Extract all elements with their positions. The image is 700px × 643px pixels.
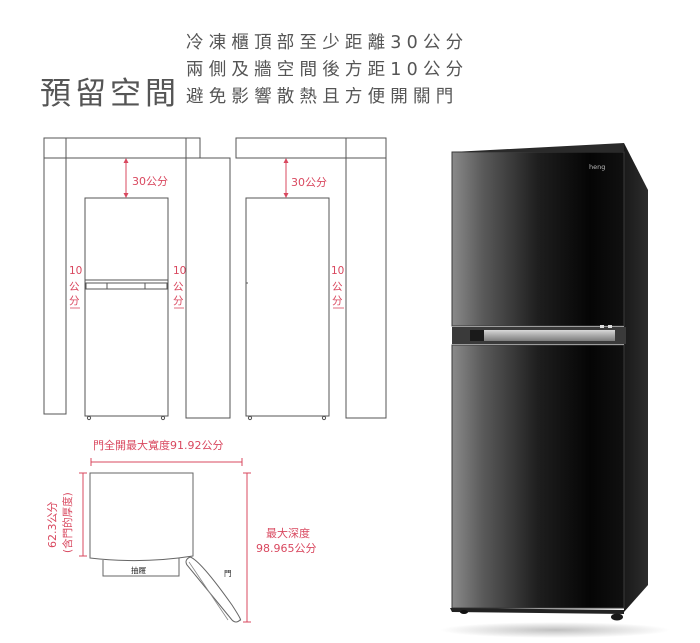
side-view-dimensions: 30公分 10 公 分 bbox=[283, 158, 344, 309]
drawer-label: 抽屜 bbox=[131, 565, 146, 575]
side-top-gap-label: 30公分 bbox=[291, 176, 327, 189]
side-view bbox=[235, 137, 387, 421]
door-open-width-label: 門全開最大寬度91.92公分 bbox=[93, 438, 224, 452]
fridge-side-outline bbox=[245, 197, 330, 417]
instruction-line-1: 冷凍櫃頂部至少距離30公分 bbox=[186, 33, 469, 53]
door-handle bbox=[470, 330, 615, 341]
instructions: 冷凍櫃頂部至少距離30公分 兩側及牆空間後方距10公分 避免影響散熱且方便開關門 bbox=[186, 30, 468, 111]
top-view: 門全開最大寬度91.92公分 62.3公分 (含門的厚度) 最大深度 98.96… bbox=[46, 438, 317, 623]
left-wall bbox=[43, 157, 67, 415]
back-wall bbox=[345, 157, 387, 419]
side-back-gap-unit2: 分 bbox=[332, 295, 343, 307]
depth-with-door-line2: (含門的厚度) bbox=[61, 492, 74, 553]
cabinet-top-side bbox=[235, 137, 387, 159]
fridge-front-outline bbox=[84, 197, 169, 417]
freezer-door bbox=[452, 152, 624, 326]
front-top-gap-label: 30公分 bbox=[132, 175, 168, 188]
front-right-gap-num: 10 bbox=[173, 265, 186, 277]
open-door-outline bbox=[185, 556, 242, 623]
front-right-gap-unit2: 分 bbox=[173, 295, 184, 307]
front-left-gap-unit1: 公 bbox=[69, 281, 80, 293]
side-back-gap-num: 10 bbox=[331, 265, 344, 277]
max-depth-line1: 最大深度 bbox=[266, 526, 310, 540]
instruction-line-3: 避免影響散熱且方便開關門 bbox=[186, 87, 459, 107]
fridge-body-top bbox=[89, 472, 194, 562]
max-depth-line2: 98.965公分 bbox=[256, 542, 317, 555]
refrigerator-photo: heng bbox=[440, 143, 670, 638]
depth-with-door-line1: 62.3公分 bbox=[46, 502, 59, 549]
front-left-gap-num: 10 bbox=[69, 265, 82, 277]
page-title: 預留空間 bbox=[40, 76, 180, 112]
door-label: 門 bbox=[224, 569, 232, 578]
drawer-outline bbox=[102, 558, 180, 577]
cabinet-top-front bbox=[43, 137, 201, 159]
front-view-dimensions: 30公分 10 公 分 10 公 分 bbox=[69, 158, 186, 309]
right-wall bbox=[185, 157, 231, 419]
instruction-line-2: 兩側及牆空間後方距10公分 bbox=[186, 60, 469, 80]
side-back-gap-unit1: 公 bbox=[332, 281, 343, 293]
brand-logo: heng bbox=[589, 163, 605, 171]
fridge-door bbox=[452, 345, 624, 608]
front-right-gap-unit1: 公 bbox=[173, 281, 184, 293]
front-view bbox=[43, 137, 231, 421]
front-left-gap-unit2: 分 bbox=[69, 295, 80, 307]
